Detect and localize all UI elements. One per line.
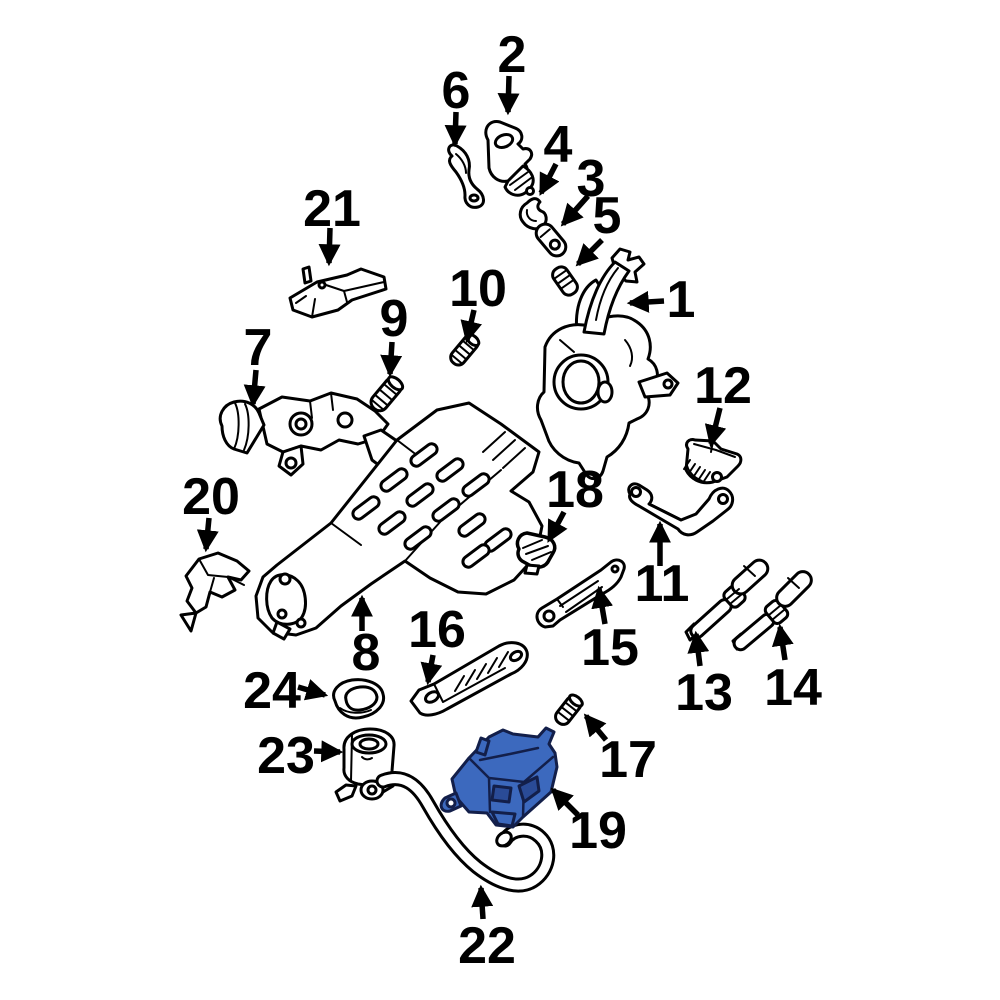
callout-arrow-2 (497, 75, 520, 116)
callout-label-8: 8 (352, 624, 381, 682)
part-24-seal (332, 678, 386, 720)
callout-label-4: 4 (544, 116, 573, 174)
part-5-screw (551, 265, 579, 297)
callout-arrow-3 (560, 194, 591, 227)
part-11-lever-bracket (627, 482, 735, 537)
part-4-clip (518, 197, 548, 231)
part-9-screw (369, 375, 405, 413)
callout-label-22: 22 (458, 917, 516, 975)
part-15-release-lever (535, 558, 626, 629)
callout-label-20: 20 (182, 468, 240, 526)
callout-label-6: 6 (442, 62, 471, 120)
callout-label-23: 23 (257, 727, 315, 785)
callout-label-15: 15 (581, 619, 639, 677)
arrows-layer (196, 75, 794, 920)
callout-label-7: 7 (244, 319, 273, 377)
callout-label-5: 5 (593, 187, 622, 245)
part-20-bracket (179, 551, 251, 633)
part-6-lock-lever (447, 143, 485, 209)
part-14-linkage-rod (731, 570, 813, 652)
callout-label-9: 9 (380, 290, 409, 348)
part-16-lower-bracket (409, 641, 529, 717)
callout-label-24: 24 (243, 662, 301, 720)
callout-arrow-17 (583, 713, 609, 742)
callout-label-1: 1 (667, 271, 696, 329)
callout-label-2: 2 (498, 26, 527, 84)
callout-arrow-12 (704, 407, 727, 448)
callout-arrow-22 (471, 884, 494, 920)
part-13-linkage-rod (684, 558, 770, 642)
part-17-screw (554, 693, 584, 726)
callout-label-18: 18 (546, 461, 604, 519)
part-22-cable (359, 771, 556, 893)
callout-label-13: 13 (675, 664, 733, 722)
callout-label-17: 17 (599, 731, 657, 789)
part-21-bracket (288, 265, 388, 319)
callout-arrow-14 (771, 623, 794, 661)
callout-arrow-1 (626, 290, 665, 313)
part-1-column-housing (535, 247, 680, 480)
callout-label-16: 16 (408, 601, 466, 659)
part-23-boot (334, 727, 396, 803)
callout-label-12: 12 (694, 357, 752, 415)
part-3-pin (534, 222, 568, 258)
callout-arrow-4 (538, 162, 560, 196)
callout-arrow-23 (313, 740, 344, 763)
parts-layer (179, 120, 813, 893)
part-12-spring-bracket (683, 438, 743, 485)
labels-layer: 1 2 3 4 5 6 7 8 9 10 11 12 13 14 15 16 1… (182, 26, 822, 975)
callout-label-21: 21 (303, 180, 361, 238)
callout-arrow-16 (420, 654, 443, 686)
callout-arrow-24 (297, 679, 329, 701)
part-2-lock-cylinder (484, 120, 535, 197)
part-10-screw (449, 333, 481, 367)
callout-arrow-13 (687, 630, 710, 667)
callout-arrow-9 (380, 341, 403, 378)
callout-arrow-5 (575, 238, 604, 267)
callout-label-3: 3 (577, 150, 606, 208)
part-8-column-casting (254, 401, 544, 641)
callout-arrow-10 (460, 309, 482, 344)
callout-label-11: 11 (635, 555, 690, 613)
callout-label-10: 10 (449, 260, 507, 318)
callout-label-14: 14 (764, 659, 822, 717)
part-18-clip (515, 531, 557, 576)
callout-arrow-19 (550, 787, 580, 817)
callout-arrow-7 (243, 369, 266, 408)
callout-arrow-21 (318, 227, 341, 267)
callout-arrow-6 (444, 111, 467, 148)
part-19-ignition-switch-highlighted (439, 726, 559, 829)
callout-arrow-20 (196, 517, 219, 553)
callout-arrow-15 (591, 585, 614, 625)
callout-label-19: 19 (569, 802, 627, 860)
part-7-actuator (218, 391, 390, 477)
callout-arrow-18 (546, 510, 568, 543)
